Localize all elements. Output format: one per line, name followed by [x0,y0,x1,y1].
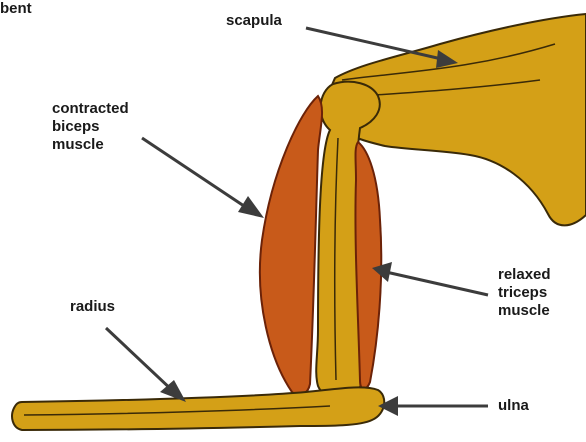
label-triceps-line-3: muscle [498,302,551,320]
label-radius-text: radius [70,298,115,316]
arrow-biceps [142,138,250,210]
arrow-scapula [306,28,446,60]
label-radius: radius [70,298,115,316]
label-ulna: ulna [498,397,529,415]
label-scapula-text: scapula [226,12,282,30]
label-biceps-line-1: contracted [52,100,129,118]
arrow-radius [106,328,174,392]
arrow-triceps [386,272,488,295]
caption-fragment: bent [0,0,32,18]
forearm-bone [12,387,384,430]
label-biceps-line-3: muscle [52,136,129,154]
caption-fragment-text: bent [0,0,32,18]
label-triceps-line-2: triceps [498,284,551,302]
biceps-muscle [260,96,322,395]
label-triceps-line-1: relaxed [498,266,551,284]
label-biceps-line-2: biceps [52,118,129,136]
label-scapula: scapula [226,12,282,30]
label-biceps: contracted biceps muscle [52,100,129,154]
arrow-biceps-head [238,196,264,218]
triceps-muscle [355,142,381,389]
label-triceps: relaxed triceps muscle [498,266,551,320]
label-ulna-text: ulna [498,397,529,415]
